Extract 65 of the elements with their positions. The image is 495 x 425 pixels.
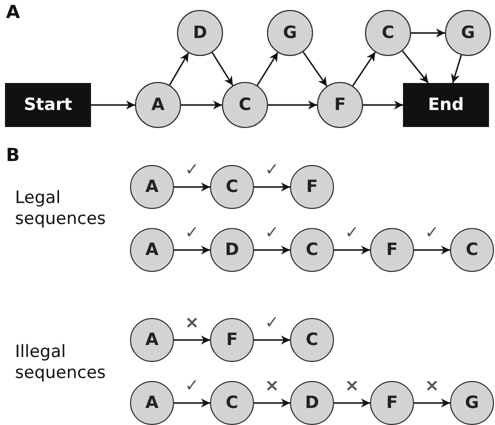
state-circle: D: [210, 228, 254, 272]
state-circle: A: [130, 318, 174, 362]
edge-label: ✓: [264, 223, 280, 243]
edge-label: ✓: [184, 376, 200, 396]
edge-label: ✓: [264, 313, 280, 333]
arrow: [256, 52, 278, 86]
row-label: Legal sequences: [15, 188, 107, 230]
edge-label: ×: [184, 313, 200, 333]
panel-label: A: [6, 2, 20, 23]
edge-label: ×: [264, 376, 280, 396]
arrow: [254, 182, 290, 192]
state-circle: A: [130, 228, 174, 272]
arrow: [212, 52, 234, 86]
state-circle: C: [365, 10, 411, 56]
arrow: [254, 398, 290, 408]
arrow: [254, 246, 290, 254]
panel-label: B: [6, 145, 20, 166]
state-circle: C: [210, 381, 254, 425]
state-circle: A: [130, 381, 174, 425]
state-circle: F: [317, 82, 363, 128]
arrow: [451, 54, 462, 84]
state-circle: C: [222, 82, 268, 128]
edge-label: ×: [344, 376, 360, 396]
edge-label: ×: [424, 376, 440, 396]
state-circle: A: [135, 82, 181, 128]
arrow: [352, 52, 376, 86]
arrow: [414, 246, 450, 254]
state-circle: C: [450, 228, 494, 272]
edge-label: ✓: [184, 223, 200, 243]
arrow: [174, 246, 210, 254]
state-circle: D: [290, 381, 334, 425]
arrow: [363, 100, 403, 110]
arrow: [174, 398, 210, 408]
state-circle: G: [267, 10, 313, 56]
arrow: [174, 336, 210, 344]
arrow: [411, 28, 445, 38]
arrow: [181, 100, 222, 110]
start-box: Start: [5, 83, 91, 127]
state-circle: C: [290, 228, 334, 272]
edge-label: ✓: [184, 160, 200, 180]
arrow: [334, 246, 370, 254]
state-circle: D: [177, 10, 223, 56]
arrow: [91, 100, 135, 110]
state-circle: C: [290, 318, 334, 362]
state-circle: F: [290, 165, 334, 209]
state-circle: F: [210, 318, 254, 362]
row-label: Illegal sequences: [15, 342, 107, 384]
arrow: [174, 182, 210, 192]
state-circle: C: [210, 165, 254, 209]
arrow: [268, 100, 317, 110]
state-circle: A: [130, 165, 174, 209]
edge-label: ✓: [424, 223, 440, 243]
state-circle: G: [450, 381, 494, 425]
edge-label: ✓: [344, 223, 360, 243]
state-circle: F: [370, 228, 414, 272]
arrow: [254, 336, 290, 344]
state-circle: G: [445, 10, 491, 56]
state-circle: F: [370, 381, 414, 425]
end-box: End: [403, 83, 489, 127]
arrow: [414, 398, 450, 408]
arrow: [168, 52, 190, 86]
arrow: [402, 50, 429, 84]
edge-label: ✓: [264, 160, 280, 180]
arrow: [334, 398, 370, 408]
arrow: [302, 52, 328, 86]
